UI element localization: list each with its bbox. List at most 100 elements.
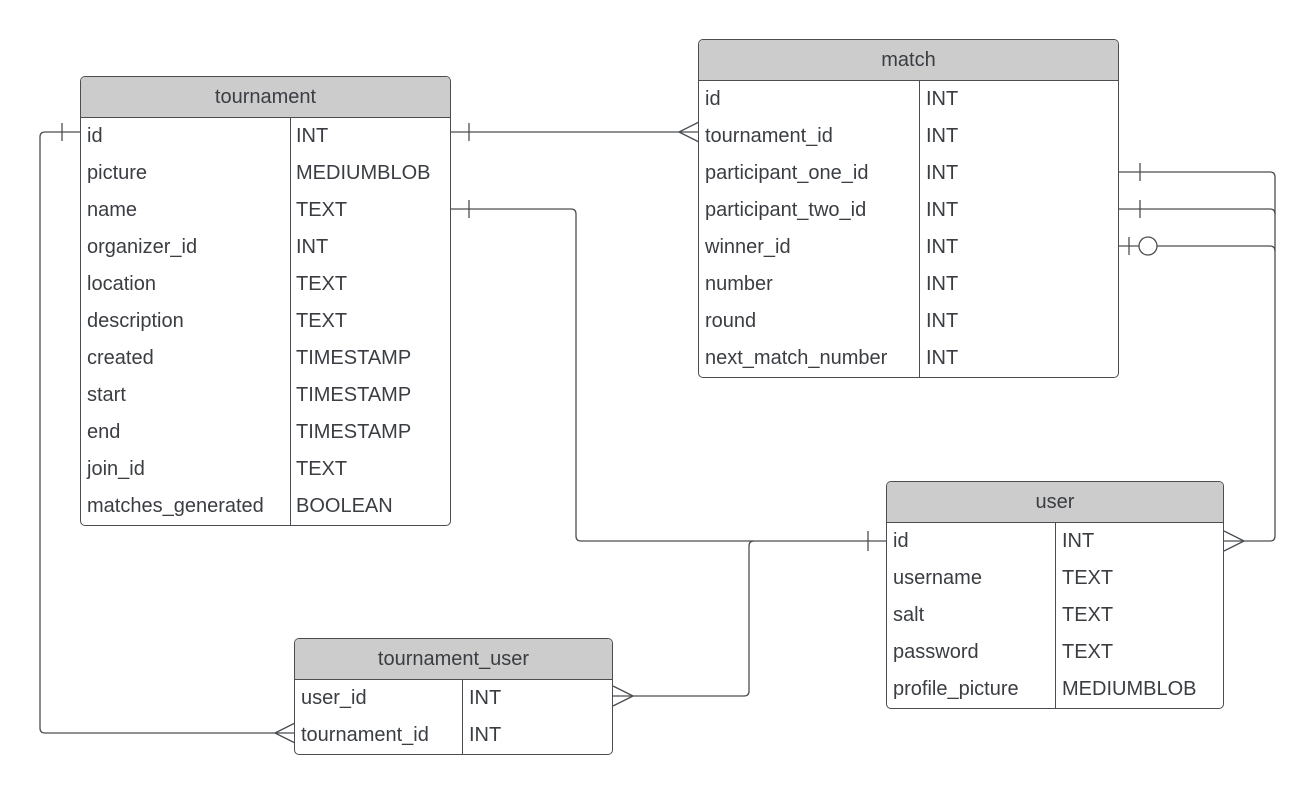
column-row[interactable]: organizer_id INT [81,229,450,266]
column-type: TEXT [296,458,348,480]
column-name: password [893,641,979,663]
column-type: TIMESTAMP [296,384,412,406]
column-divider [919,81,920,377]
entity-title: match [699,40,1118,81]
column-name: end [87,421,121,443]
column-type: INT [469,687,502,709]
column-row[interactable]: tournament_id INT [295,717,612,754]
column-row[interactable]: id INT [81,118,450,155]
column-row[interactable]: next_match_number INT [699,340,1118,377]
column-name: participant_one_id [705,162,869,184]
column-name: profile_picture [893,678,1019,700]
column-row[interactable]: join_id TEXT [81,451,450,488]
column-row[interactable]: id INT [887,523,1223,560]
column-name: id [893,530,909,552]
column-name: picture [87,162,148,184]
column-row[interactable]: name TEXT [81,192,450,229]
column-type: INT [926,347,959,369]
column-row[interactable]: matches_generated BOOLEAN [81,488,450,525]
column-row[interactable]: round INT [699,303,1118,340]
column-type: TIMESTAMP [296,421,412,443]
column-divider [290,118,291,525]
column-name: user_id [301,687,367,709]
column-divider [462,680,463,754]
column-name: username [893,567,982,589]
column-name: organizer_id [87,236,198,258]
column-row[interactable]: winner_id INT [699,229,1118,266]
column-type: INT [296,125,329,147]
column-row[interactable]: id INT [699,81,1118,118]
column-row[interactable]: description TEXT [81,303,450,340]
column-name: id [705,88,721,110]
column-type: TEXT [1062,604,1114,626]
column-row[interactable]: password TEXT [887,634,1223,671]
column-type: MEDIUMBLOB [1062,678,1197,700]
column-name: number [705,273,773,295]
rel-tournament-match [451,121,700,143]
column-row[interactable]: profile_picture MEDIUMBLOB [887,671,1223,708]
column-name: round [705,310,757,332]
column-type: INT [926,88,959,110]
column-row[interactable]: salt TEXT [887,597,1223,634]
column-row[interactable]: tournament_id INT [699,118,1118,155]
column-type: TEXT [296,273,348,295]
column-type: INT [1062,530,1095,552]
column-type: INT [926,199,959,221]
column-type: INT [926,162,959,184]
column-type: MEDIUMBLOB [296,162,431,184]
column-type: INT [926,273,959,295]
rel-tournament-user [451,200,887,551]
column-name: winner_id [705,236,791,258]
column-type: TEXT [296,199,348,221]
entity-title: tournament_user [295,639,612,680]
column-divider [1055,523,1056,708]
column-type: TEXT [1062,567,1114,589]
rel-match-participant-two-user [1119,200,1276,218]
column-type: BOOLEAN [296,495,393,517]
column-type: INT [926,125,959,147]
column-name: salt [893,604,925,626]
column-name: created [87,347,154,369]
column-row[interactable]: picture MEDIUMBLOB [81,155,450,192]
column-type: INT [926,236,959,258]
column-name: join_id [87,458,145,480]
column-type: INT [926,310,959,332]
column-row[interactable]: username TEXT [887,560,1223,597]
column-row[interactable]: user_id INT [295,680,612,717]
column-type: TIMESTAMP [296,347,412,369]
rel-tournament-tournament-user [39,123,296,744]
column-type: TEXT [296,310,348,332]
column-type: TEXT [1062,641,1114,663]
column-type: INT [469,724,502,746]
column-row[interactable]: created TIMESTAMP [81,340,450,377]
column-name: tournament_id [705,125,833,147]
column-row[interactable]: number INT [699,266,1118,303]
column-name: name [87,199,138,221]
column-row[interactable]: participant_one_id INT [699,155,1118,192]
entity-title: user [887,482,1223,523]
rel-user-tournament-user [612,540,755,707]
column-row[interactable]: location TEXT [81,266,450,303]
column-name: id [87,125,103,147]
column-row[interactable]: start TIMESTAMP [81,377,450,414]
column-name: matches_generated [87,495,264,517]
column-row[interactable]: end TIMESTAMP [81,414,450,451]
column-name: start [87,384,126,406]
rel-match-winner-user [1119,236,1276,552]
column-type: INT [296,236,329,258]
column-name: location [87,273,156,295]
column-name: next_match_number [705,347,888,369]
rel-match-participant-one-user [1119,163,1276,542]
column-name: description [87,310,184,332]
column-name: tournament_id [301,724,429,746]
